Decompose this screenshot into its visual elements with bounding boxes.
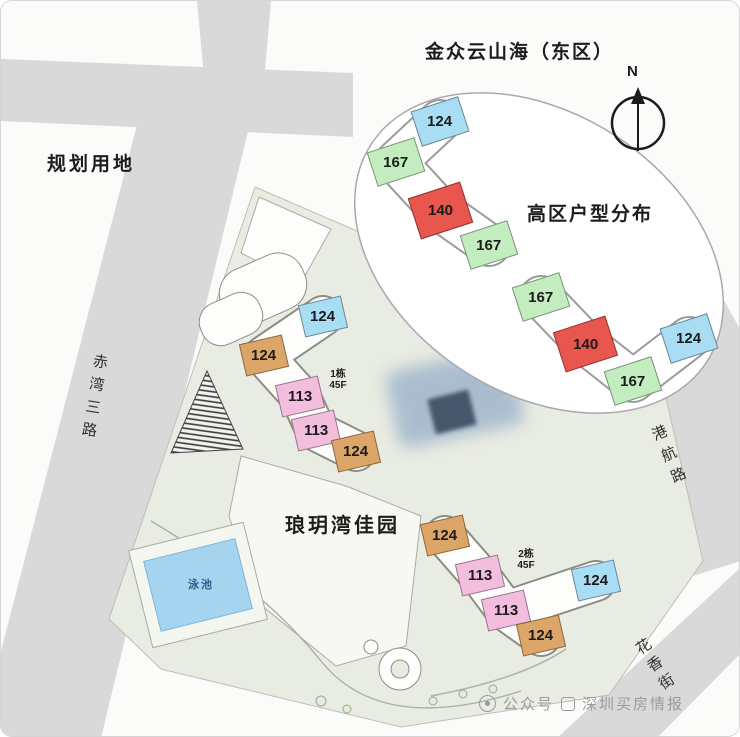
inset-title: 高区户型分布 — [527, 204, 654, 225]
brand-logo-icon — [561, 696, 576, 711]
unit-label: 113 — [303, 422, 329, 440]
dark-building — [427, 389, 477, 435]
planning-parcel-label: 规划用地 — [47, 154, 136, 175]
official-account-icon-dot — [485, 701, 490, 706]
unit-label: 124 — [528, 627, 554, 644]
unit-label: 124 — [251, 347, 277, 364]
unit-label: 113 — [493, 602, 519, 620]
project-title: 金众云山海（东区） — [425, 42, 615, 63]
site-name: 琅玥湾佳园 — [285, 515, 400, 537]
unit-label: 167 — [476, 236, 502, 254]
pool-label: 泳池 — [188, 579, 214, 591]
unit-label: 124 — [583, 572, 609, 589]
unit-label: 140 — [572, 335, 599, 353]
compass-icon — [610, 87, 666, 151]
watermark-source-label: 公众号 — [503, 696, 555, 713]
unit-label: 113 — [287, 388, 313, 406]
watermark: 公众号 深圳买房情报 — [479, 693, 684, 714]
unit-label: 124 — [427, 113, 453, 130]
tower1-floors: 45F — [329, 380, 347, 391]
tower2-floors: 45F — [517, 560, 535, 571]
compass-north-label: N — [627, 63, 638, 80]
unit-label: 113 — [467, 567, 493, 585]
watermark-source-name: 深圳买房情报 — [582, 696, 685, 713]
unit-label: 167 — [528, 288, 554, 306]
official-account-icon — [479, 695, 496, 712]
landscape-circles — [315, 639, 498, 714]
tower2-label: 2栋 45F — [509, 549, 543, 571]
tower1-label: 1栋 45F — [321, 369, 355, 391]
hatched-structure — [170, 369, 244, 454]
unit-label: 124 — [676, 330, 702, 347]
unit-label: 140 — [427, 202, 454, 219]
tower2-name: 2栋 — [518, 549, 534, 560]
unit-label: 167 — [620, 372, 646, 390]
tower1-name: 1栋 — [330, 369, 346, 380]
unit-label: 124 — [432, 527, 458, 544]
inset-footprints — [374, 99, 711, 403]
unit-label: 124 — [343, 443, 369, 460]
unit-label: 167 — [383, 153, 409, 171]
unit-label: 124 — [310, 308, 336, 325]
pool — [128, 521, 268, 649]
